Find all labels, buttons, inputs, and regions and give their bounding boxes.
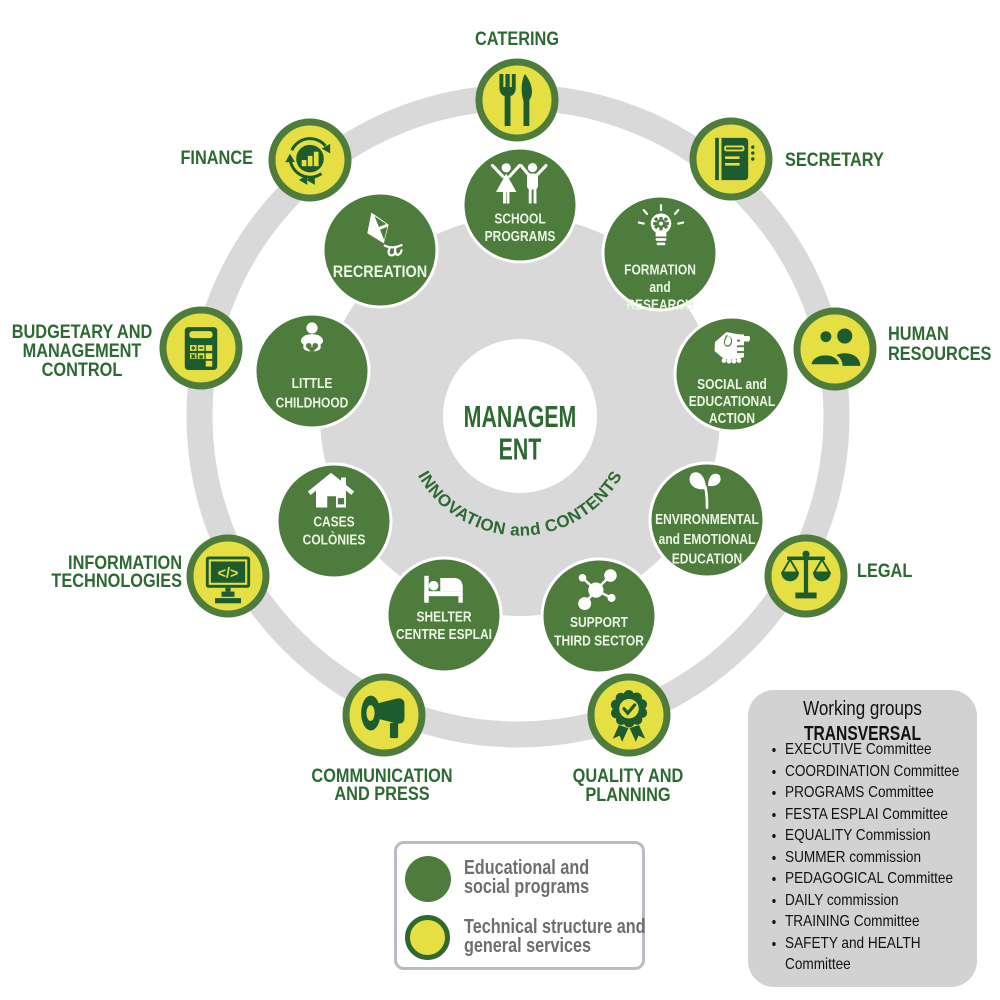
svg-text:QUALITY AND: QUALITY AND: [573, 765, 684, 786]
svg-text:SOCIAL and: SOCIAL and: [697, 376, 767, 393]
svg-text:LEGAL: LEGAL: [857, 560, 912, 581]
svg-text:ACTION: ACTION: [709, 410, 755, 427]
svg-text:PLANNING: PLANNING: [585, 784, 670, 805]
svg-text:and: and: [649, 279, 670, 296]
svg-text:CHILDHOOD: CHILDHOOD: [276, 394, 349, 411]
svg-text:LITTLE: LITTLE: [292, 375, 333, 392]
svg-text:MANAGEMENT: MANAGEMENT: [23, 340, 142, 361]
svg-text:CONTROL: CONTROL: [42, 359, 123, 380]
svg-text:SECRETARY: SECRETARY: [785, 149, 884, 170]
svg-text:ENT: ENT: [499, 432, 542, 467]
svg-text:PROGRAMS: PROGRAMS: [485, 228, 556, 245]
svg-text:RESEARCH: RESEARCH: [626, 296, 693, 313]
svg-text:EDUCATION: EDUCATION: [672, 550, 742, 567]
svg-text:EDUCATIONAL: EDUCATIONAL: [689, 393, 775, 410]
svg-text:SUPPORT: SUPPORT: [570, 614, 629, 631]
svg-text:TECHNOLOGIES: TECHNOLOGIES: [51, 570, 182, 591]
svg-text:THIRD SECTOR: THIRD SECTOR: [554, 632, 644, 649]
svg-text:INFORMATION: INFORMATION: [68, 552, 182, 573]
svg-text:CENTRE ESPLAI: CENTRE ESPLAI: [396, 626, 492, 643]
svg-text:FINANCE: FINANCE: [180, 147, 253, 168]
svg-text:BUDGETARY AND: BUDGETARY AND: [12, 321, 153, 342]
svg-text:SHELTER: SHELTER: [416, 608, 471, 625]
svg-text:RECREATION: RECREATION: [333, 263, 427, 281]
svg-text:MANAGEM: MANAGEM: [464, 399, 577, 434]
svg-text:RESOURCES: RESOURCES: [888, 343, 992, 364]
svg-text:</>: </>: [218, 566, 239, 582]
svg-text:ENVIRONMENTAL: ENVIRONMENTAL: [655, 511, 759, 528]
svg-text:CATERING: CATERING: [475, 28, 559, 49]
svg-text:COLÒNIES: COLÒNIES: [303, 531, 366, 548]
svg-text:AND PRESS: AND PRESS: [334, 783, 429, 804]
svg-text:FORMATION: FORMATION: [624, 261, 696, 278]
svg-text:CASES: CASES: [313, 513, 354, 530]
svg-text:HUMAN: HUMAN: [888, 323, 949, 344]
svg-text:and EMOTIONAL: and EMOTIONAL: [659, 531, 756, 548]
svg-text:SCHOOL: SCHOOL: [494, 210, 545, 227]
svg-text:COMMUNICATION: COMMUNICATION: [311, 765, 452, 786]
